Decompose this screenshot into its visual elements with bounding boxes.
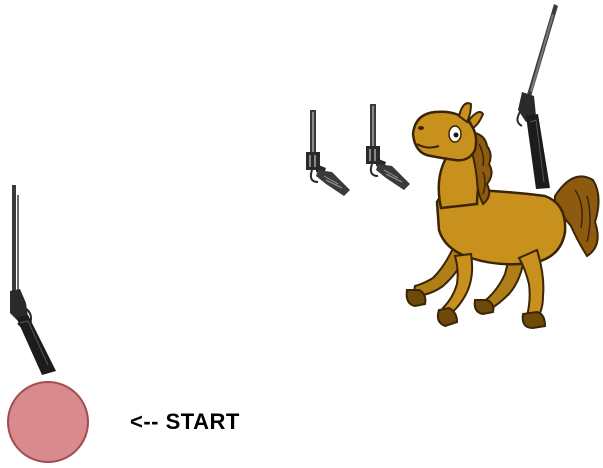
horse-icon <box>405 102 600 330</box>
rifle-icon <box>516 4 558 189</box>
start-button[interactable] <box>6 380 90 464</box>
revolver-icon <box>306 110 350 196</box>
rifle-icon <box>10 185 56 375</box>
revolver-icon <box>366 104 410 190</box>
start-label: <-- START <box>130 409 240 434</box>
